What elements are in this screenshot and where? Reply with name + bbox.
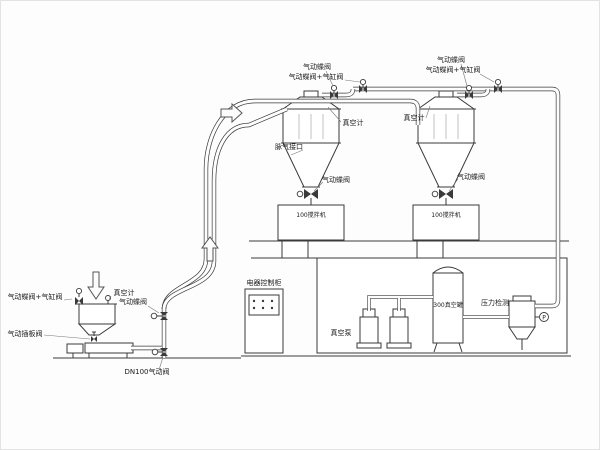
dn100-valve: [151, 348, 168, 356]
leader-lines: [43, 63, 495, 371]
label-riser-butterfly-valve: 气动蝶阀: [119, 297, 147, 306]
right-arrow-icon: [220, 102, 243, 124]
pressure-gauge-letter: P: [542, 315, 546, 322]
receiver1-vacuum-valves: [322, 79, 367, 99]
feeder-vacuum-gauge: [105, 295, 111, 304]
label-feeder-slide-valve: 气动插板阀: [8, 329, 43, 338]
screw-feeder: [84, 342, 134, 354]
label-r1-butterfly-valve: 气动蝶阀: [303, 62, 331, 71]
label-r1-discharge-valve: 气动蝶阀: [322, 175, 350, 184]
label-control-cabinet: 电器控制柜: [247, 278, 282, 287]
label-r2-discharge-valve: 气动蝶阀: [457, 172, 485, 181]
cyclone-receiver-1: [277, 90, 345, 259]
label-r2-vacuum-gauge: 真空计: [404, 113, 425, 122]
feeding-hopper: [66, 303, 134, 358]
control-cabinet: [244, 288, 284, 354]
label-r1-machine: 100搅拌机: [296, 211, 325, 219]
riser-butterfly-valve: [150, 312, 168, 320]
feeder-motor: [66, 343, 84, 354]
up-arrow-icon: [201, 236, 219, 262]
pressure-gauge: P: [535, 312, 549, 322]
label-r1-pulse-port: 脉气接口: [275, 142, 303, 151]
feeder-inlet-valve: [75, 287, 83, 305]
feeder-slide-gate-valve: [91, 331, 97, 342]
label-pressure-detection: 压力检测: [481, 298, 509, 307]
filter-vessel: [508, 295, 536, 350]
label-r1-butterfly-cylinder-valve: 气动蝶阀+气缸阀: [289, 72, 344, 81]
label-vacuum-tank: 300真空罐: [433, 301, 462, 309]
label-dn100-valve: DN100气动阀: [125, 367, 170, 376]
down-arrow-icon: [87, 271, 105, 300]
label-feeder-vacuum-gauge: 真空计: [114, 288, 135, 297]
label-r1-vacuum-gauge: 真空计: [343, 118, 364, 127]
label-feeder-inlet-valve: 气动蝶阀+气缸阀: [8, 292, 63, 301]
label-r2-butterfly-cylinder-valve: 气动蝶阀+气缸阀: [426, 65, 481, 74]
label-r2-butterfly-valve: 气动蝶阀: [437, 55, 465, 64]
label-r2-machine: 100搅拌机: [431, 211, 460, 219]
label-vacuum-pump: 真空泵: [331, 328, 352, 337]
vacuum-tank: [432, 266, 464, 353]
